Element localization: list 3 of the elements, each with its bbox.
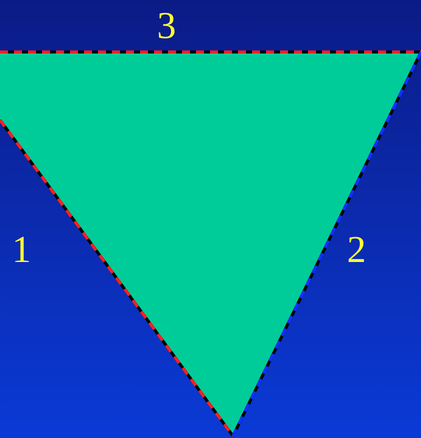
side-number: 3 — [157, 6, 176, 46]
side-number: 1 — [12, 230, 31, 270]
side-number: 2 — [347, 230, 366, 270]
